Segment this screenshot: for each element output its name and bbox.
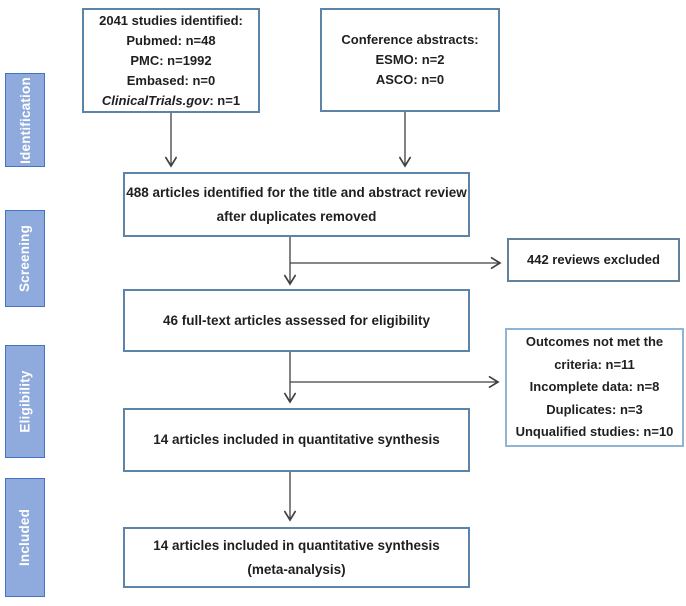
conference-line: ASCO: n=0 — [375, 72, 445, 87]
stage-identification-label: Identification — [17, 76, 33, 164]
clinicaltrials-italic: ClinicalTrials.gov — [101, 92, 210, 108]
box-quantitative-synthesis: 14 articles included in quantitative syn… — [123, 408, 470, 472]
outcomes-line: criteria: n=11 — [554, 356, 635, 372]
outcomes-line: Unqualified studies: n=10 — [515, 424, 674, 440]
fulltext-text: 46 full-text articles assessed for eligi… — [162, 312, 431, 328]
title-abstract-line: after duplicates removed — [216, 208, 377, 224]
stage-included: Included — [5, 478, 45, 597]
identified-line: Pubmed: n=48 — [126, 32, 216, 48]
identified-line: PMC: n=1992 — [130, 52, 212, 68]
stage-screening-label: Screening — [17, 224, 33, 293]
outcomes-line: Duplicates: n=3 — [546, 401, 643, 417]
outcomes-line: Outcomes not met the — [525, 334, 664, 350]
meta-line: 14 articles included in quantitative syn… — [153, 537, 440, 553]
stage-identification: Identification — [5, 73, 45, 167]
box-title-abstract-review: 488 articles identified for the title an… — [123, 172, 470, 237]
identified-line-clinicaltrials: ClinicalTrials.gov: n=1 — [84, 91, 258, 111]
stage-included-label: Included — [17, 508, 33, 567]
identified-line: Embased: n=0 — [126, 72, 216, 88]
title-abstract-line: 488 articles identified for the title an… — [126, 184, 467, 200]
box-exclusion-reasons: Outcomes not met the criteria: n=11 Inco… — [505, 328, 684, 447]
outcomes-line: Incomplete data: n=8 — [529, 379, 660, 395]
box-studies-identified: 2041 studies identified: Pubmed: n=48 PM… — [82, 8, 260, 113]
meta-line: (meta-analysis) — [247, 561, 346, 577]
clinicaltrials-rest: : n=1 — [209, 92, 241, 108]
box-reviews-excluded: 442 reviews excluded — [507, 238, 680, 282]
conference-line: ESMO: n=2 — [375, 52, 445, 67]
stage-eligibility-label: Eligibility — [17, 370, 33, 433]
stage-eligibility: Eligibility — [5, 345, 45, 458]
box-meta-analysis: 14 articles included in quantitative syn… — [123, 527, 470, 588]
stage-screening: Screening — [5, 210, 45, 307]
reviews-excluded-text: 442 reviews excluded — [527, 252, 660, 267]
box-fulltext-assessed: 46 full-text articles assessed for eligi… — [123, 289, 470, 352]
identified-line: 2041 studies identified: — [99, 12, 243, 28]
quantitative-text: 14 articles included in quantitative syn… — [153, 432, 440, 447]
conference-line: Conference abstracts: — [341, 32, 479, 47]
box-conference-abstracts: Conference abstracts: ESMO: n=2 ASCO: n=… — [320, 8, 500, 112]
